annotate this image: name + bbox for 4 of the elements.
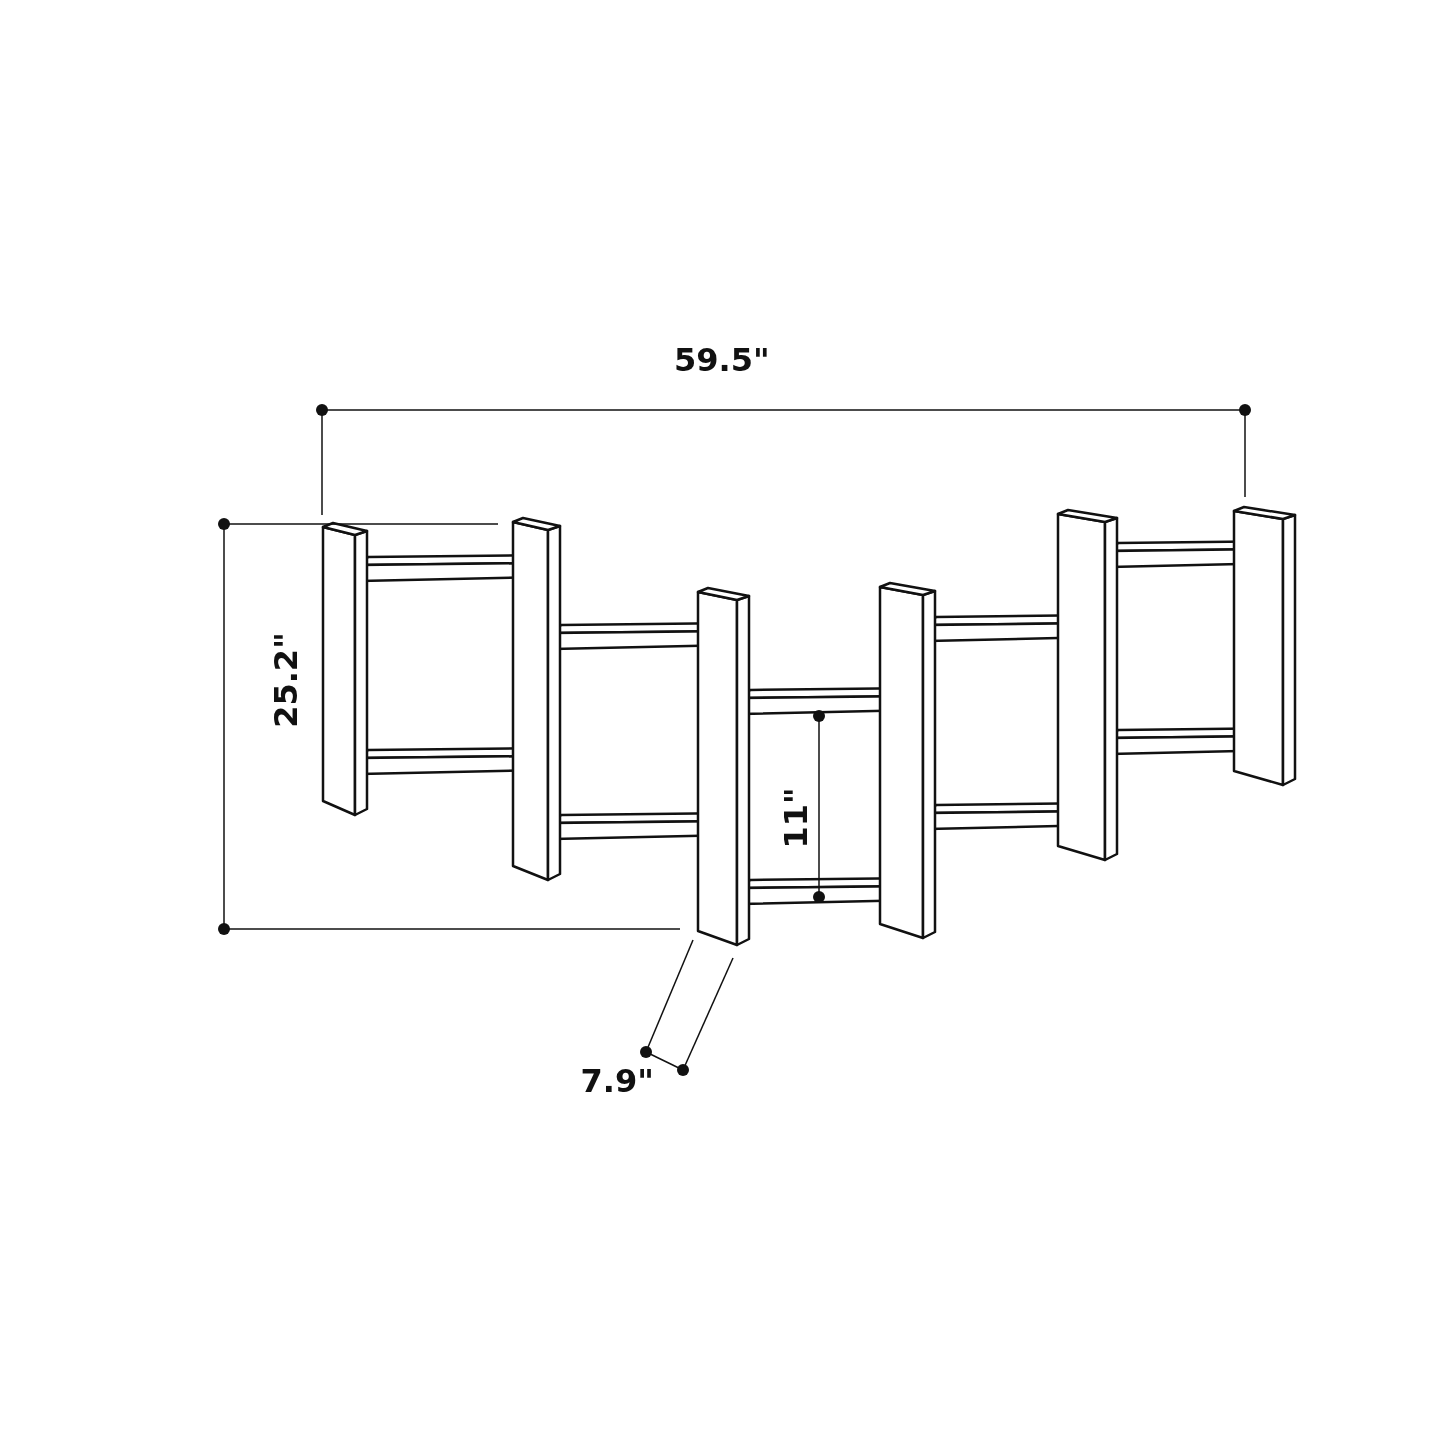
dimension-label: 25.2" — [269, 632, 302, 728]
dimension-label: 11" — [779, 787, 812, 849]
dimension-label: 7.9" — [580, 1065, 654, 1097]
dimension-label: 59.5" — [674, 344, 770, 376]
